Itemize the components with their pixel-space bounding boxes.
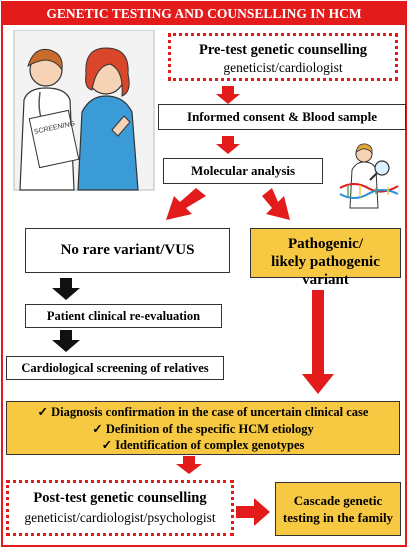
- cascade-testing-box: Cascade genetic testing in the family: [275, 482, 401, 536]
- arrow-down-left-red: [166, 188, 206, 220]
- cascade-line1: Cascade genetic: [293, 493, 383, 508]
- arrow-right-red: [236, 498, 270, 526]
- researcher-dna-illustration: [339, 143, 399, 209]
- screening-box: Cardiological screening of relatives: [6, 356, 224, 380]
- consent-label: Informed consent & Blood sample: [187, 109, 377, 124]
- researcher-hair: [355, 143, 373, 154]
- doctor-patient-illustration: SCREENING: [13, 30, 155, 191]
- arrow-down-red: [176, 456, 202, 474]
- clipboard-icon: [28, 109, 80, 169]
- arrow-down-right-red: [262, 188, 290, 220]
- diagram-frame: GENETIC TESTING AND COUNSELLING IN HCM: [1, 1, 407, 547]
- pre-test-title: Pre-test genetic counselling: [198, 42, 368, 58]
- dna-strand-blue: [339, 189, 399, 199]
- outcome-item: ✓ Diagnosis confirmation in the case of …: [37, 405, 369, 419]
- page-title: GENETIC TESTING AND COUNSELLING IN HCM: [3, 3, 405, 25]
- no-variant-label: No rare variant/VUS: [60, 242, 195, 258]
- no-variant-box: No rare variant/VUS: [25, 228, 230, 273]
- arrow-down-black: [52, 330, 80, 352]
- post-test-title: Post-test genetic counselling: [33, 490, 207, 506]
- screening-label: Cardiological screening of relatives: [21, 361, 209, 375]
- check-icon: ✓: [92, 421, 106, 436]
- pre-test-roles: geneticist/cardiologist: [223, 60, 343, 75]
- check-icon: ✓: [101, 438, 116, 452]
- pathogenic-variant-box: Pathogenic/ likely pathogenic variant: [250, 228, 401, 288]
- arrow-down-long-red: [302, 290, 334, 394]
- arrow-down-red: [216, 136, 240, 154]
- cascade-line2: testing in the family: [282, 510, 394, 525]
- outcome-item: ✓ Definition of the specific HCM etiolog…: [92, 421, 314, 436]
- post-test-roles: geneticist/cardiologist/psychologist: [24, 510, 216, 525]
- outcomes-box: ✓ Diagnosis confirmation in the case of …: [6, 401, 400, 455]
- check-icon: ✓: [37, 405, 52, 419]
- pathogenic-line1: Pathogenic/: [288, 236, 363, 252]
- molecular-label: Molecular analysis: [190, 163, 296, 178]
- re-evaluation-label: Patient clinical re-evaluation: [46, 309, 201, 323]
- patient-hair: [85, 47, 130, 97]
- consent-box: Informed consent & Blood sample: [158, 104, 406, 130]
- patient-hand: [111, 115, 131, 137]
- pre-test-counselling-box: Pre-test genetic counselling geneticist/…: [168, 33, 398, 81]
- magnifier-handle: [369, 172, 378, 181]
- arrow-down-black: [52, 278, 80, 300]
- outcome-item: ✓ Identification of complex genotypes: [101, 438, 305, 452]
- molecular-analysis-box: Molecular analysis: [163, 158, 323, 184]
- arrow-down-red: [216, 86, 240, 104]
- post-test-counselling-box: Post-test genetic counselling geneticist…: [6, 480, 234, 536]
- magnifier-icon: [374, 160, 390, 176]
- pathogenic-line2: likely pathogenic variant: [271, 254, 380, 288]
- doctor-hair: [27, 48, 63, 72]
- re-evaluation-box: Patient clinical re-evaluation: [25, 304, 222, 328]
